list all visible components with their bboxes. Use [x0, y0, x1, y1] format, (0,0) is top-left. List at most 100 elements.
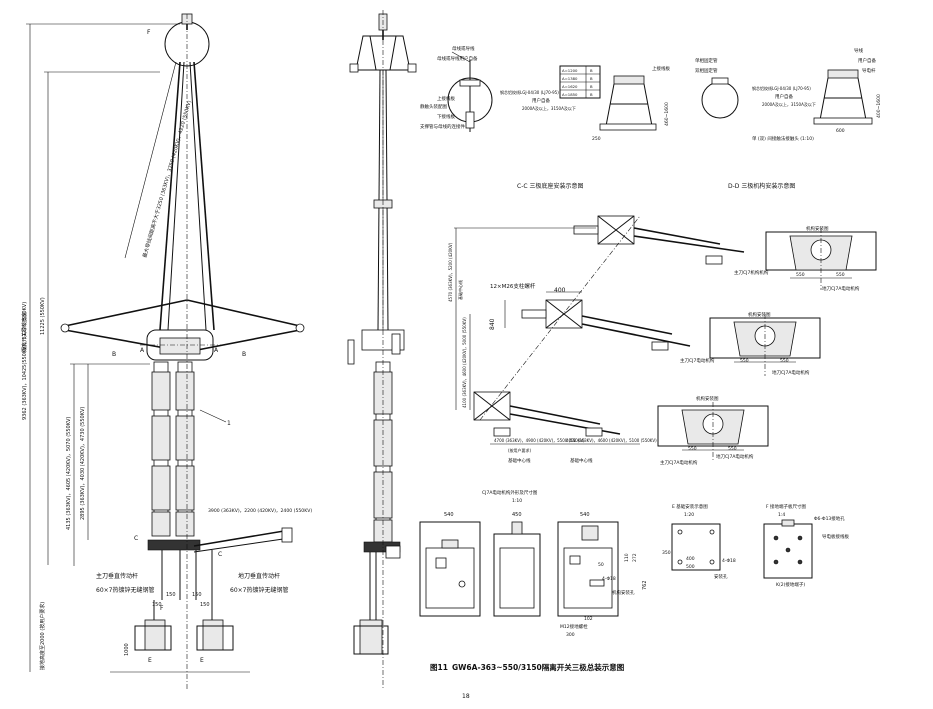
detail-e-dim-350: 350: [662, 550, 671, 556]
label-cable-left-1: 母线或导线: [452, 45, 475, 52]
section-mark-c-left: C: [134, 535, 138, 542]
section-mark-e-left: E: [148, 657, 152, 664]
detail-e-holes: 4-Φ18: [722, 558, 736, 564]
table-row-1-a: A=1200: [562, 68, 578, 73]
mech2-dim-2: 550: [780, 358, 789, 364]
section-mark-b-left: B: [112, 351, 116, 358]
table-row-4-b: B: [590, 92, 593, 97]
mech3-label-top: 机构安装图: [696, 395, 719, 402]
dim-460: 460~1600: [664, 102, 670, 126]
detail-f-holes: Φ6-Φ13接地孔: [814, 515, 845, 522]
detail-f-terminal-plate: F 接地端子板尺寸图 1:4 Φ6-Φ13接地孔 导电板接线板 K(2(接地端子…: [763, 503, 849, 588]
cabinet-drawing: CJ7A电动机构外形及尺寸图 1:10 540 450 540 762 110 …: [419, 489, 648, 638]
cabinet-install: 机构安装孔: [612, 589, 635, 596]
label-main-knife-rod: 主刀垂直传动杆: [96, 572, 138, 580]
label-device-1: 静触头装配图: [420, 103, 447, 110]
mech2-dim-1: 550: [740, 358, 749, 364]
cabinet-title: CJ7A电动机构外形及尺寸图: [482, 489, 538, 496]
dim-upper-vertical-2: 11225 (550KV): [40, 297, 46, 335]
label-earth-knife-pipe: 60×7热镀锌无缝钢管: [230, 586, 288, 594]
mechanism-view-2: 机构安装图 主刀CJ7电动机构 地刀CJ7A电动机构 550 550: [680, 311, 821, 376]
table-row-3-a: A=1620: [562, 84, 578, 89]
detail-f-plate: 导电板接线板: [822, 533, 849, 540]
label-user-note: (按用户要求): [508, 447, 532, 453]
label-foundation-3: 基础中心线: [457, 280, 463, 300]
dim-height-right-1: 110: [624, 553, 630, 562]
dim-50: 50: [598, 562, 604, 568]
label-caption-bottom: 单 (双) 间接触法接触头 (1:10): [752, 135, 814, 142]
label-foundation-1: 基础中心线: [508, 457, 531, 464]
section-mark-f-bottom: F: [160, 605, 164, 612]
mech2-label-right: 地刀CJ7A电动机构: [772, 369, 810, 376]
section-title-dd: D-D 三极机构安装示意图: [728, 182, 795, 190]
dim-foundation-3: 150: [200, 602, 210, 608]
mech1-label-right: 地刀CJ7A电动机构: [822, 285, 860, 292]
dim-400-plan: 400: [554, 287, 566, 294]
label-range-2: 2000A及以上，3150A及以下: [762, 101, 816, 107]
page-number: 18: [462, 693, 470, 700]
dim-foundation-2: 150: [166, 592, 176, 598]
label-range: 2000A及以上，3150A及以下: [522, 105, 576, 111]
figure-title: GW6A-363~550/3150隔离开关三极总装示意图: [452, 662, 625, 672]
label-right-1: 导线: [854, 47, 863, 54]
mech1-label-left: 主刀CJ7机构机构: [734, 269, 769, 276]
dim-840: 840: [489, 318, 496, 330]
detail-e-dim-400: 400: [686, 556, 695, 562]
table-row-2-a: A=1380: [562, 76, 578, 81]
front-view-three-pole: 9362 (363KV)，10425(550KV)，11225 (550KV) …: [21, 13, 312, 690]
section-mark-c-right: C: [218, 551, 222, 558]
mechanism-view-3: 机构安装图 主刀CJ7A电动机构 地刀CJ7A电动机构 550 550: [657, 395, 769, 466]
label-clamp-lower: 下接线板: [437, 113, 455, 120]
label-conductor-spec: 钢芯铝绞线LGJ-04/30 (LJ70-95): [500, 89, 559, 95]
label-clamp-upper: 上接线板: [437, 95, 455, 102]
dim-vertical-1: 4570 (363KV)，5200 (420KV): [448, 242, 453, 302]
cabinet-scale: 1:10: [512, 498, 522, 504]
table-row-1-b: B: [590, 68, 593, 73]
mechanism-view-1: 机构安装图 主刀CJ7机构机构 地刀CJ7A电动机构 550 550: [734, 225, 877, 292]
mech1-dim-1: 550: [796, 272, 805, 278]
figure-number: 图11: [430, 663, 448, 672]
dim-bottom-vertical: 接地高度至2000 (按用户要求): [39, 602, 46, 670]
mech3-dim-2: 550: [728, 446, 737, 452]
dim-300: 300: [566, 632, 575, 638]
detail-e-dim-500: 500: [686, 564, 695, 570]
plan-view-three-poles: 12×M26支柱螺杆 400 840 4570 (363KV)，5200 (42…: [448, 215, 745, 464]
label-right-2: 用户自备: [858, 57, 876, 64]
dim-600: 600: [836, 128, 845, 134]
section-mark-a-left: A: [140, 347, 145, 354]
dim-horizontal-1: 4700 (363KV)，4900 (420KV)，5500 (550KV): [494, 438, 585, 443]
mech1-dim-2: 550: [836, 272, 845, 278]
dim-back-width: 540: [580, 512, 590, 518]
section-title-cc: C-C 三极底座安装示意图: [517, 182, 583, 190]
detail-e-scale: 1:20: [684, 512, 694, 518]
label-conductor-spec-2: 钢芯铝绞线LGJ-04/30 (LJ70-95): [752, 85, 811, 91]
detail-e-foundation: E 基础安装示意图 1:20 400 500 4-Φ18 安装孔 350: [662, 503, 736, 580]
table-row-4-a: A=1850: [562, 92, 578, 97]
mech3-label-right: 地刀CJ7A电动机构: [716, 453, 754, 460]
table-row-2-b: B: [590, 76, 593, 81]
section-mark-a-right: A: [214, 347, 219, 354]
detail-f-scale: 1:4: [778, 512, 785, 518]
mech3-label-left: 主刀CJ7A电动机构: [660, 459, 698, 466]
dim-front-width: 540: [444, 512, 454, 518]
section-mark-f-top: F: [147, 29, 151, 36]
dim-height-right-2: 272: [632, 553, 638, 562]
label-device-2: 支撑管与母线的连接件: [420, 123, 465, 130]
dim-total-vertical: 9362 (363KV)，10425(550KV)，11225 (550KV): [22, 302, 28, 420]
detail-f-bottom: K(2(接地端子): [776, 581, 805, 588]
detail-conductor-clamp: 母线或导线 母线或导线用户自备 上接线板 下接线板 静触头装配图 支撑管与母线的…: [420, 45, 559, 132]
mech2-label-left: 主刀CJ7电动机构: [680, 357, 715, 364]
side-view: [347, 10, 417, 690]
dim-250: 250: [592, 136, 601, 142]
dim-horizontal-2: 4000 (363KV)，4600 (420KV)，5100 (550KV): [566, 438, 657, 443]
label-support-1: 单相固定管: [695, 57, 718, 64]
detail-e-title: E 基础安装示意图: [672, 503, 708, 510]
dim-foundation-4: 150: [192, 592, 202, 598]
dim-upper-vertical: 隔离开关导线宽度: [21, 312, 28, 352]
detail-f-title: F 接地端子板尺寸图: [766, 503, 807, 510]
mech1-label-top: 机构安装图: [806, 225, 829, 232]
label-right-3: 导电杆: [862, 67, 876, 74]
label-foundation-2: 基础中心线: [570, 457, 593, 464]
section-mark-e-right: E: [200, 657, 204, 664]
